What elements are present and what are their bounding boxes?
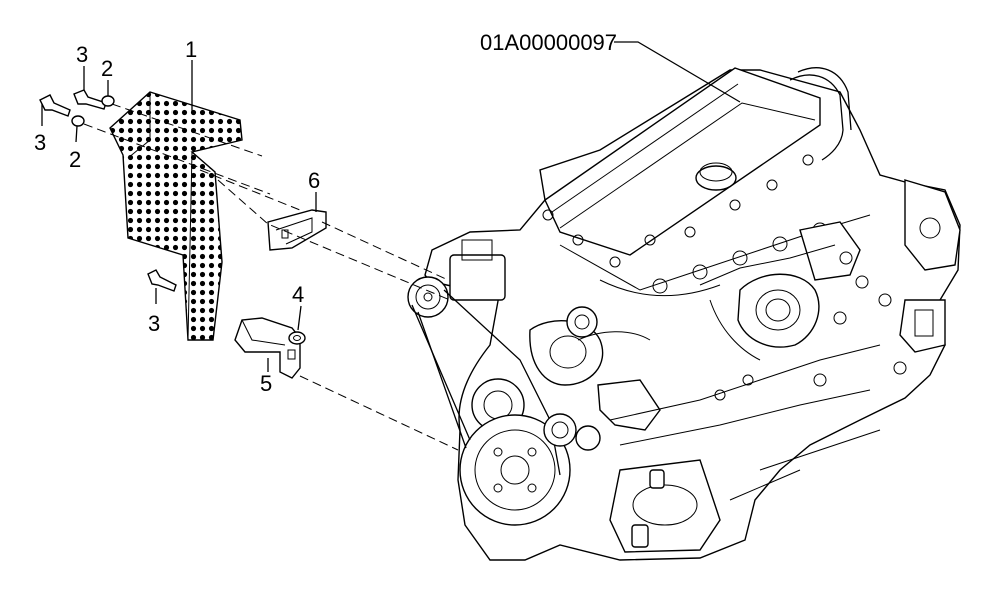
part-3-bolt-lower — [147, 269, 177, 292]
callout-6: 6 — [308, 168, 320, 193]
part-5-bracket — [234, 317, 301, 379]
callout-3-left: 3 — [34, 130, 46, 155]
assembly-part-number-label: 01A00000097 — [480, 30, 617, 55]
callout-3-top: 3 — [76, 42, 88, 67]
assembly-dashed-lines — [83, 103, 459, 451]
part-2-washer-lower — [71, 115, 85, 127]
callout-2-left: 2 — [69, 147, 81, 172]
part-3-bolt-upper — [73, 89, 107, 110]
callout-5: 5 — [260, 371, 272, 396]
part-4-nut — [288, 331, 306, 345]
callout-2-top: 2 — [101, 56, 113, 81]
callout-3-lower: 3 — [148, 311, 160, 336]
engine-assembly — [407, 67, 961, 561]
part-6-bracket — [267, 209, 327, 251]
part-3-bolt-upper-left — [39, 94, 71, 117]
part-1-heat-shield — [109, 91, 243, 341]
leader-lines — [41, 41, 741, 372]
callout-1: 1 — [185, 37, 197, 62]
callout-4: 4 — [292, 282, 304, 307]
